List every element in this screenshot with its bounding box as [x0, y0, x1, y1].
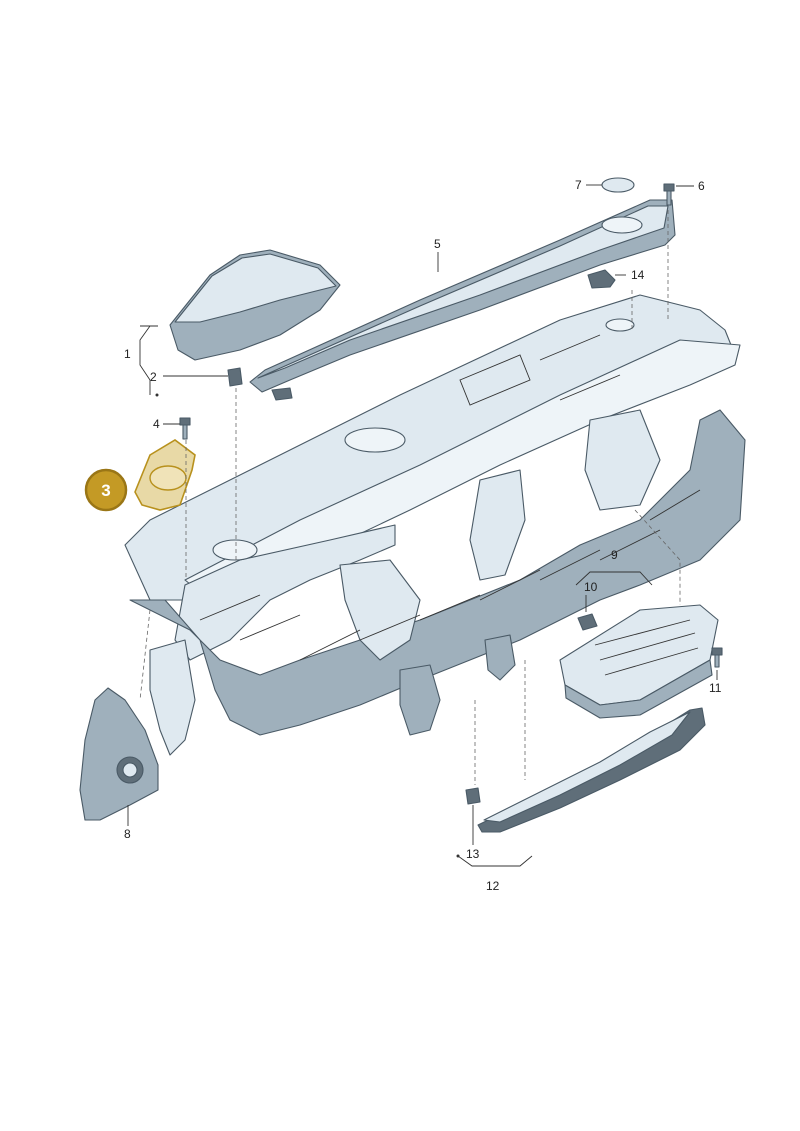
part-10-clip: [577, 613, 598, 631]
label-9: 9: [611, 548, 618, 562]
callout-number: 3: [101, 481, 110, 500]
part-12-lower-trim: [477, 707, 706, 833]
label-5: 5: [434, 237, 441, 251]
part-2-clip: [227, 367, 243, 387]
label-13: 13: [466, 847, 480, 861]
label-1: 1: [124, 347, 131, 361]
part-5-trim-strip: [249, 199, 676, 401]
part-number-labels: 1 2 4 5 6 7 8 9 10 11 12 13 14: [124, 178, 722, 893]
dashboard-carrier-frame: [124, 294, 746, 756]
leader-lines: [127, 184, 718, 867]
part-14-bracket: [587, 269, 616, 289]
part-13-clip: [465, 787, 481, 805]
part-9-control-box: [559, 604, 719, 719]
label-4: 4: [153, 417, 160, 431]
label-8: 8: [124, 827, 131, 841]
label-14: 14: [631, 268, 645, 282]
part-6-screw: [663, 183, 675, 206]
label-6: 6: [698, 179, 705, 193]
part-3-vent-trim-highlighted: [134, 439, 196, 511]
label-11: 11: [709, 681, 722, 695]
part-8-side-cover: [79, 687, 159, 821]
label-12: 12: [486, 879, 500, 893]
part-4-screw: [179, 417, 191, 440]
part-11-screw: [711, 647, 723, 668]
label-7: 7: [575, 178, 582, 192]
callout-badge-3[interactable]: 3: [84, 468, 128, 512]
part-7-cap: [601, 177, 635, 193]
part-1-cluster-cover: [169, 249, 341, 361]
label-2: 2: [150, 370, 157, 384]
label-10: 10: [584, 580, 598, 594]
